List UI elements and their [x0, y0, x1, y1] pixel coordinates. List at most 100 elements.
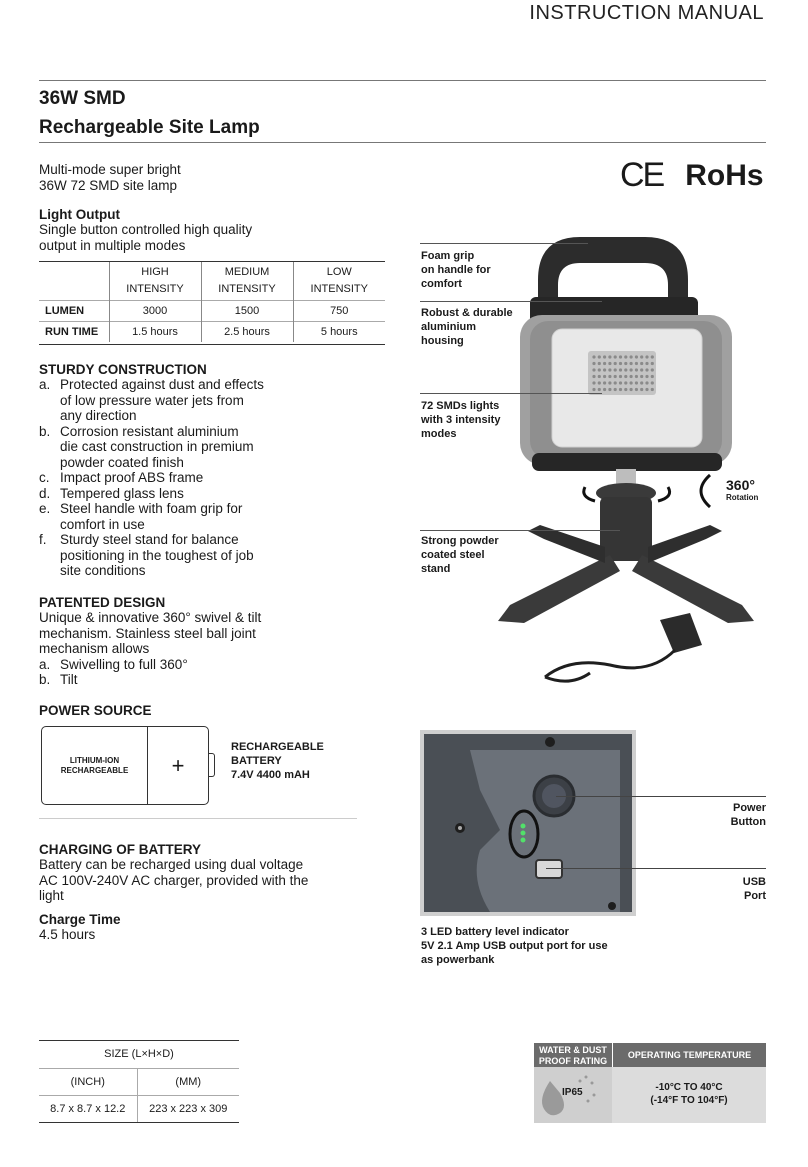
smd-led [624, 368, 628, 372]
smd-led [634, 361, 638, 366]
charging-text: AC 100V-240V AC charger, provided with t… [39, 872, 309, 888]
callout-line [546, 868, 766, 869]
callout-line [420, 243, 588, 244]
table-header-empty [39, 262, 109, 300]
size-bottom-rule [39, 1122, 239, 1123]
smd-led [624, 355, 628, 359]
section-divider [39, 818, 357, 819]
certification-marks: CE RoHs [620, 156, 764, 195]
smd-led [592, 381, 596, 385]
water-drop-icon [542, 1075, 596, 1116]
product-name: Rechargeable Site Lamp [39, 117, 260, 138]
size-table: SIZE (L×H×D) (INCH) (MM) 8.7 x 8.7 x 12.… [39, 1041, 239, 1122]
list-item: b.Tilt [39, 672, 78, 687]
smd-led [603, 381, 607, 385]
intro-line: Multi-mode super bright [39, 162, 181, 177]
smd-led [618, 387, 623, 392]
smd-led [640, 355, 644, 359]
smd-led [645, 361, 649, 366]
charging-text: Battery can be recharged using dual volt… [39, 857, 304, 872]
smd-led [629, 374, 633, 379]
callout-line [556, 796, 766, 797]
smd-led [608, 374, 612, 379]
table-top-rule [39, 261, 385, 262]
smd-led [618, 374, 623, 379]
header-divider [39, 80, 766, 81]
title-divider [39, 142, 766, 143]
callout-line [420, 530, 620, 531]
temperature-value: -10°C TO 40°C(-14°F TO 104°F) [650, 1082, 728, 1106]
smd-led [650, 381, 654, 385]
smd-led [624, 387, 628, 392]
cell: 5 hours [292, 320, 385, 342]
size-header-row: (INCH) (MM) [39, 1068, 239, 1096]
cell: 1.5 hours [108, 320, 201, 342]
patented-text: Unique & innovative 360° swivel & tilt [39, 610, 262, 625]
light-output-heading: Light Output [39, 207, 120, 222]
smd-led [608, 355, 612, 359]
smd-led [592, 374, 596, 379]
list-item: d.Tempered glass lens [39, 485, 184, 501]
plus-icon: + [171, 752, 185, 778]
size-col-mm: (MM) [137, 1068, 239, 1096]
smd-led [618, 355, 623, 359]
patented-text: mechanism allows [39, 641, 150, 656]
smd-led [645, 374, 649, 379]
cell: 750 [292, 299, 385, 321]
cell: 3000 [108, 299, 201, 321]
battery-terminal [208, 753, 215, 777]
power-heading: POWER SOURCE [39, 703, 152, 718]
smd-led [645, 381, 649, 385]
charge-time-heading: Charge Time [39, 911, 121, 927]
smd-led [618, 361, 623, 366]
smd-led [597, 368, 601, 372]
light-output-section: Light Output Single button controlled hi… [39, 207, 379, 253]
callout-line [420, 301, 602, 302]
size-col-inch: (INCH) [39, 1068, 138, 1096]
sturdy-heading: STURDY CONSTRUCTION [39, 362, 207, 377]
product-model: 36W SMD [39, 88, 126, 109]
smd-led [634, 368, 638, 372]
smd-led [634, 381, 638, 385]
smd-led [608, 368, 612, 372]
smd-array [592, 355, 654, 392]
smd-led [592, 361, 596, 366]
intro-line: 36W 72 SMD site lamp [39, 177, 178, 193]
smd-led [603, 374, 607, 379]
smd-led [603, 368, 607, 372]
cell: 2.5 hours [200, 320, 293, 342]
smd-led [650, 368, 654, 372]
smd-led [624, 374, 628, 379]
smd-led [629, 355, 633, 359]
row-label: LUMEN [39, 299, 109, 321]
rotation-label: 360° Rotation [726, 477, 759, 502]
smd-led [608, 387, 612, 392]
size-top-rule [39, 1040, 239, 1041]
smd-led [640, 387, 644, 392]
table-row: LUMEN 3000 1500 750 [39, 299, 385, 321]
rohs-mark: RoHs [685, 158, 764, 192]
patented-list: a.Swivelling to full 360° b.Tilt [39, 657, 359, 688]
patented-section: PATENTED DESIGN Unique & innovative 360°… [39, 595, 359, 688]
size-mm-value: 223 x 223 x 309 [149, 1102, 228, 1115]
